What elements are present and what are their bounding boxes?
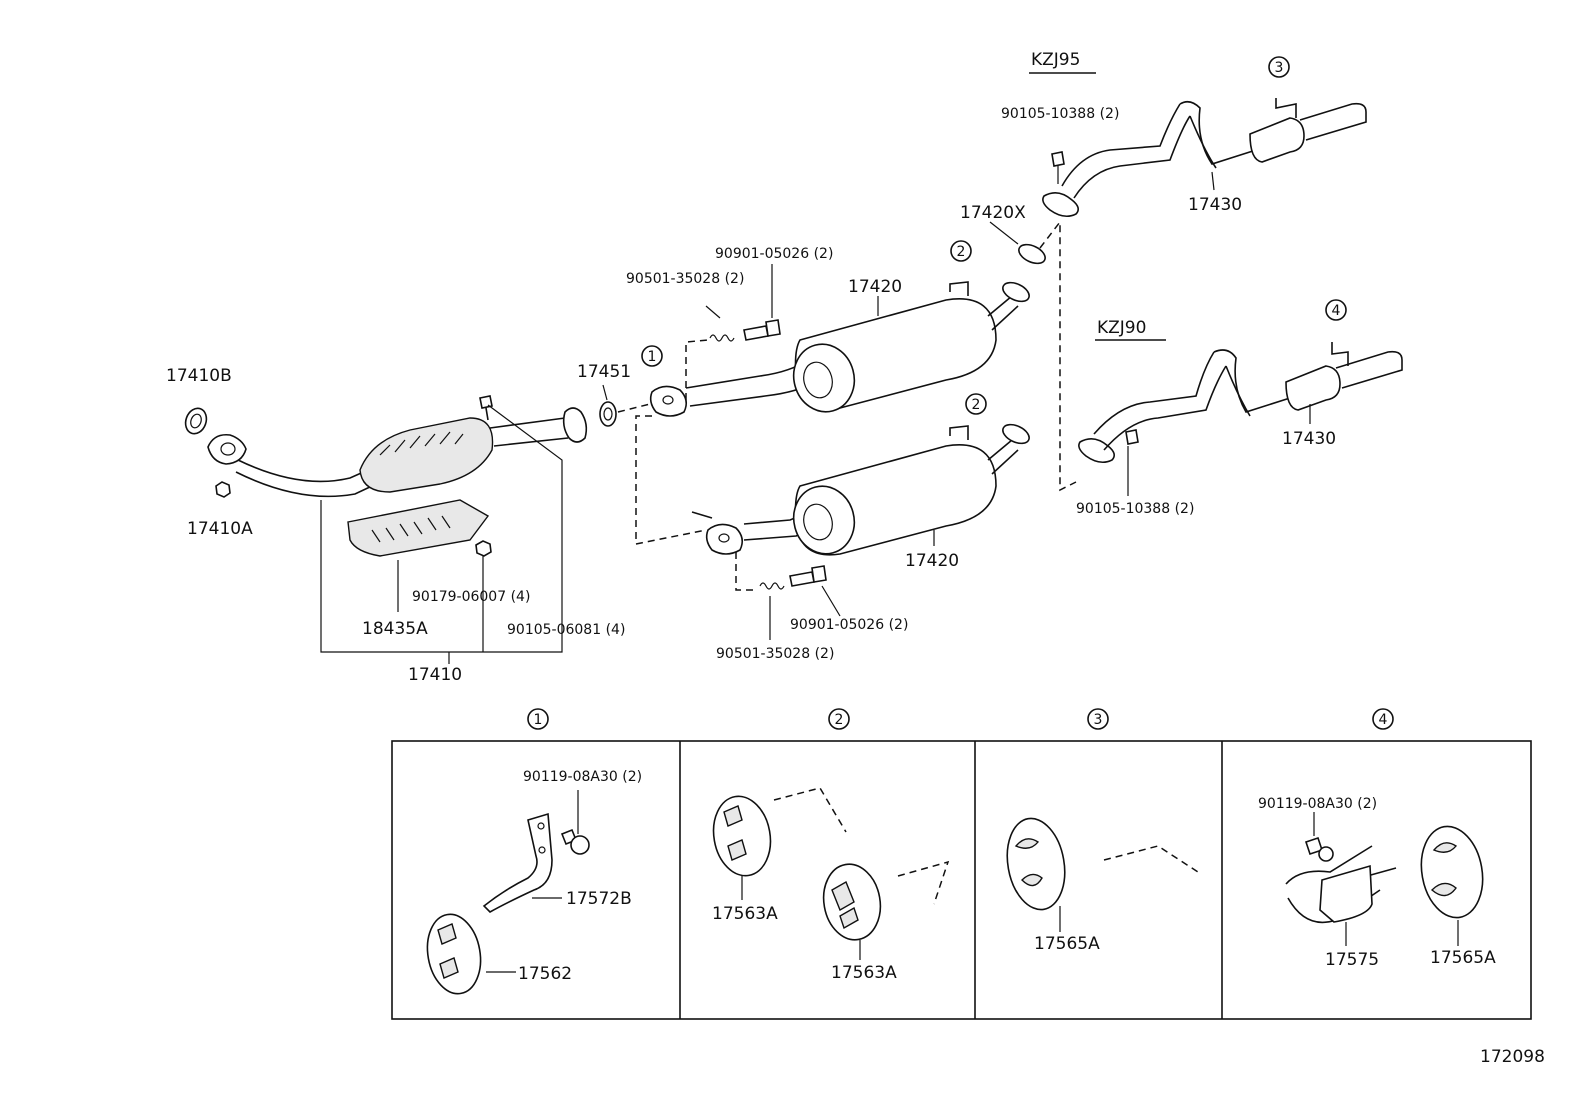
variant-kzj95: KZJ95 [1031, 50, 1080, 70]
bracket-17575 [1319, 864, 1373, 923]
label-90179-06007: 90179-06007 (4) [412, 589, 530, 605]
nut-17410a [215, 481, 231, 498]
label-17565a-p4: 17565A [1430, 948, 1496, 968]
center-muffler-lower [691, 423, 1030, 556]
label-17565a-p3: 17565A [1034, 934, 1100, 954]
dashed-link-upper [685, 339, 709, 400]
spring-bolt-upper [705, 264, 781, 342]
catalytic-converter [359, 417, 494, 493]
label-17420-top: 17420 [848, 277, 902, 297]
label-17575: 17575 [1325, 950, 1379, 970]
panel-2 [712, 787, 950, 960]
label-17563a-1: 17563A [712, 904, 778, 924]
label-17563a-2: 17563A [831, 963, 897, 983]
panel-1 [426, 790, 590, 995]
gasket-17410b [184, 407, 208, 435]
gasket-17420x [1018, 243, 1046, 265]
label-90901-05026-bottom: 90901-05026 (2) [790, 617, 908, 633]
label-17420-bottom: 17420 [905, 551, 959, 571]
svg-text:2: 2 [972, 397, 981, 413]
panel-header-3: 3 [1087, 708, 1109, 730]
variant-kzj90: KZJ90 [1097, 318, 1146, 338]
label-17420x: 17420X [960, 203, 1026, 223]
tailpipe-kzj90 [1078, 342, 1403, 496]
label-17430-top: 17430 [1188, 195, 1242, 215]
label-17572b: 17572B [566, 889, 632, 909]
callout-4: 4 [1325, 299, 1347, 321]
panel-header-4: 4 [1372, 708, 1394, 730]
svg-text:2: 2 [835, 712, 844, 728]
label-90119-p4: 90119-08A30 (2) [1258, 796, 1377, 812]
front-flange [207, 433, 247, 465]
front-pipe-assembly [184, 395, 651, 664]
svg-text:4: 4 [1332, 303, 1341, 319]
label-17562: 17562 [518, 964, 572, 984]
label-90501-35028-bottom: 90501-35028 (2) [716, 646, 834, 662]
svg-text:3: 3 [1275, 60, 1284, 76]
label-17410: 17410 [408, 665, 462, 685]
svg-text:2: 2 [957, 244, 966, 260]
label-90105-10388-top: 90105-10388 (2) [1001, 106, 1119, 122]
gasket-17451 [599, 401, 617, 427]
bracket-17572b [482, 812, 553, 913]
panel-4 [1285, 812, 1484, 946]
rear-flange [562, 407, 588, 443]
label-90901-05026-top: 90901-05026 (2) [715, 246, 833, 262]
hanger-17563a-1 [712, 795, 772, 877]
panel-header-2: 2 [828, 708, 850, 730]
label-17430-bottom: 17430 [1282, 429, 1336, 449]
callout-3: 3 [1268, 56, 1290, 78]
tailpipe-kzj95 [1042, 98, 1367, 218]
dashed-link-lower-bolt [735, 552, 758, 591]
detail-panels-frame [391, 740, 1532, 1020]
svg-text:1: 1 [648, 349, 657, 365]
nut-90179 [475, 540, 492, 557]
label-90119-p1: 90119-08A30 (2) [523, 769, 642, 785]
callout-1: 1 [641, 345, 663, 367]
hanger-17562 [426, 913, 482, 995]
center-muffler-upper [649, 281, 1030, 417]
svg-text:1: 1 [534, 712, 543, 728]
label-17410a: 17410A [187, 519, 253, 539]
panel-header-1: 1 [527, 708, 549, 730]
figure-id: 172098 [1480, 1047, 1545, 1067]
dashed-link-lower [635, 415, 707, 545]
label-90105-06081: 90105-06081 (4) [507, 622, 625, 638]
callout-2-upper: 2 [950, 240, 972, 262]
label-17410b: 17410B [166, 366, 232, 386]
dashed-link-17420x [1039, 219, 1077, 492]
label-18435a: 18435A [362, 619, 428, 639]
label-90501-35028-top: 90501-35028 (2) [626, 271, 744, 287]
label-17451: 17451 [577, 362, 631, 382]
spring-bolt-lower [759, 565, 841, 640]
hanger-17565a-p3 [1006, 817, 1066, 911]
hanger-17565a-p4 [1420, 825, 1484, 919]
svg-text:3: 3 [1094, 712, 1103, 728]
callout-2-lower: 2 [965, 393, 987, 415]
panel-3 [1006, 817, 1199, 932]
svg-text:4: 4 [1379, 712, 1388, 728]
label-90105-10388-bottom: 90105-10388 (2) [1076, 501, 1194, 517]
